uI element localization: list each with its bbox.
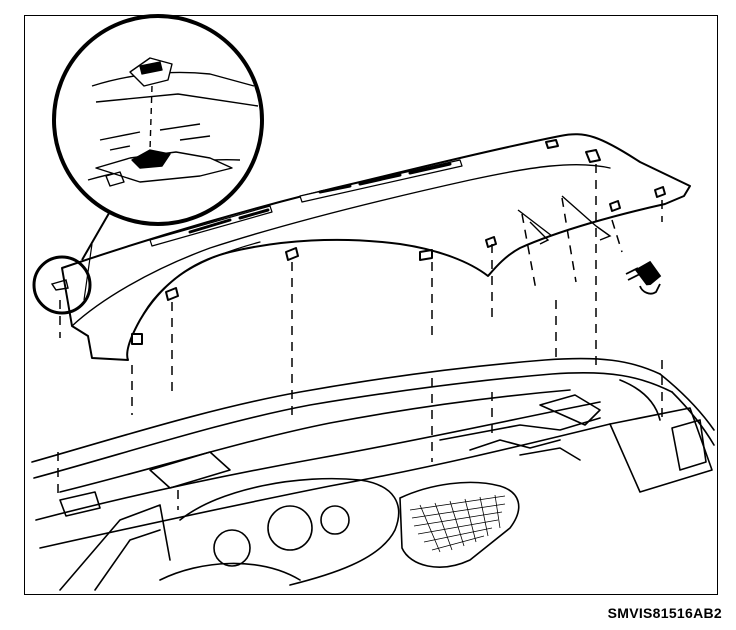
alignment-leaders bbox=[57, 164, 663, 510]
vent-grille bbox=[409, 494, 506, 553]
fastener-bolt bbox=[625, 260, 662, 295]
instrument-panel-carrier bbox=[31, 357, 715, 591]
instrument-panel-upper-trim-pad bbox=[61, 133, 691, 361]
detail-magnifier-circle bbox=[32, 14, 264, 315]
figure-reference-code: SMVIS81516AB2 bbox=[607, 605, 722, 621]
retainer-clip bbox=[517, 195, 612, 245]
